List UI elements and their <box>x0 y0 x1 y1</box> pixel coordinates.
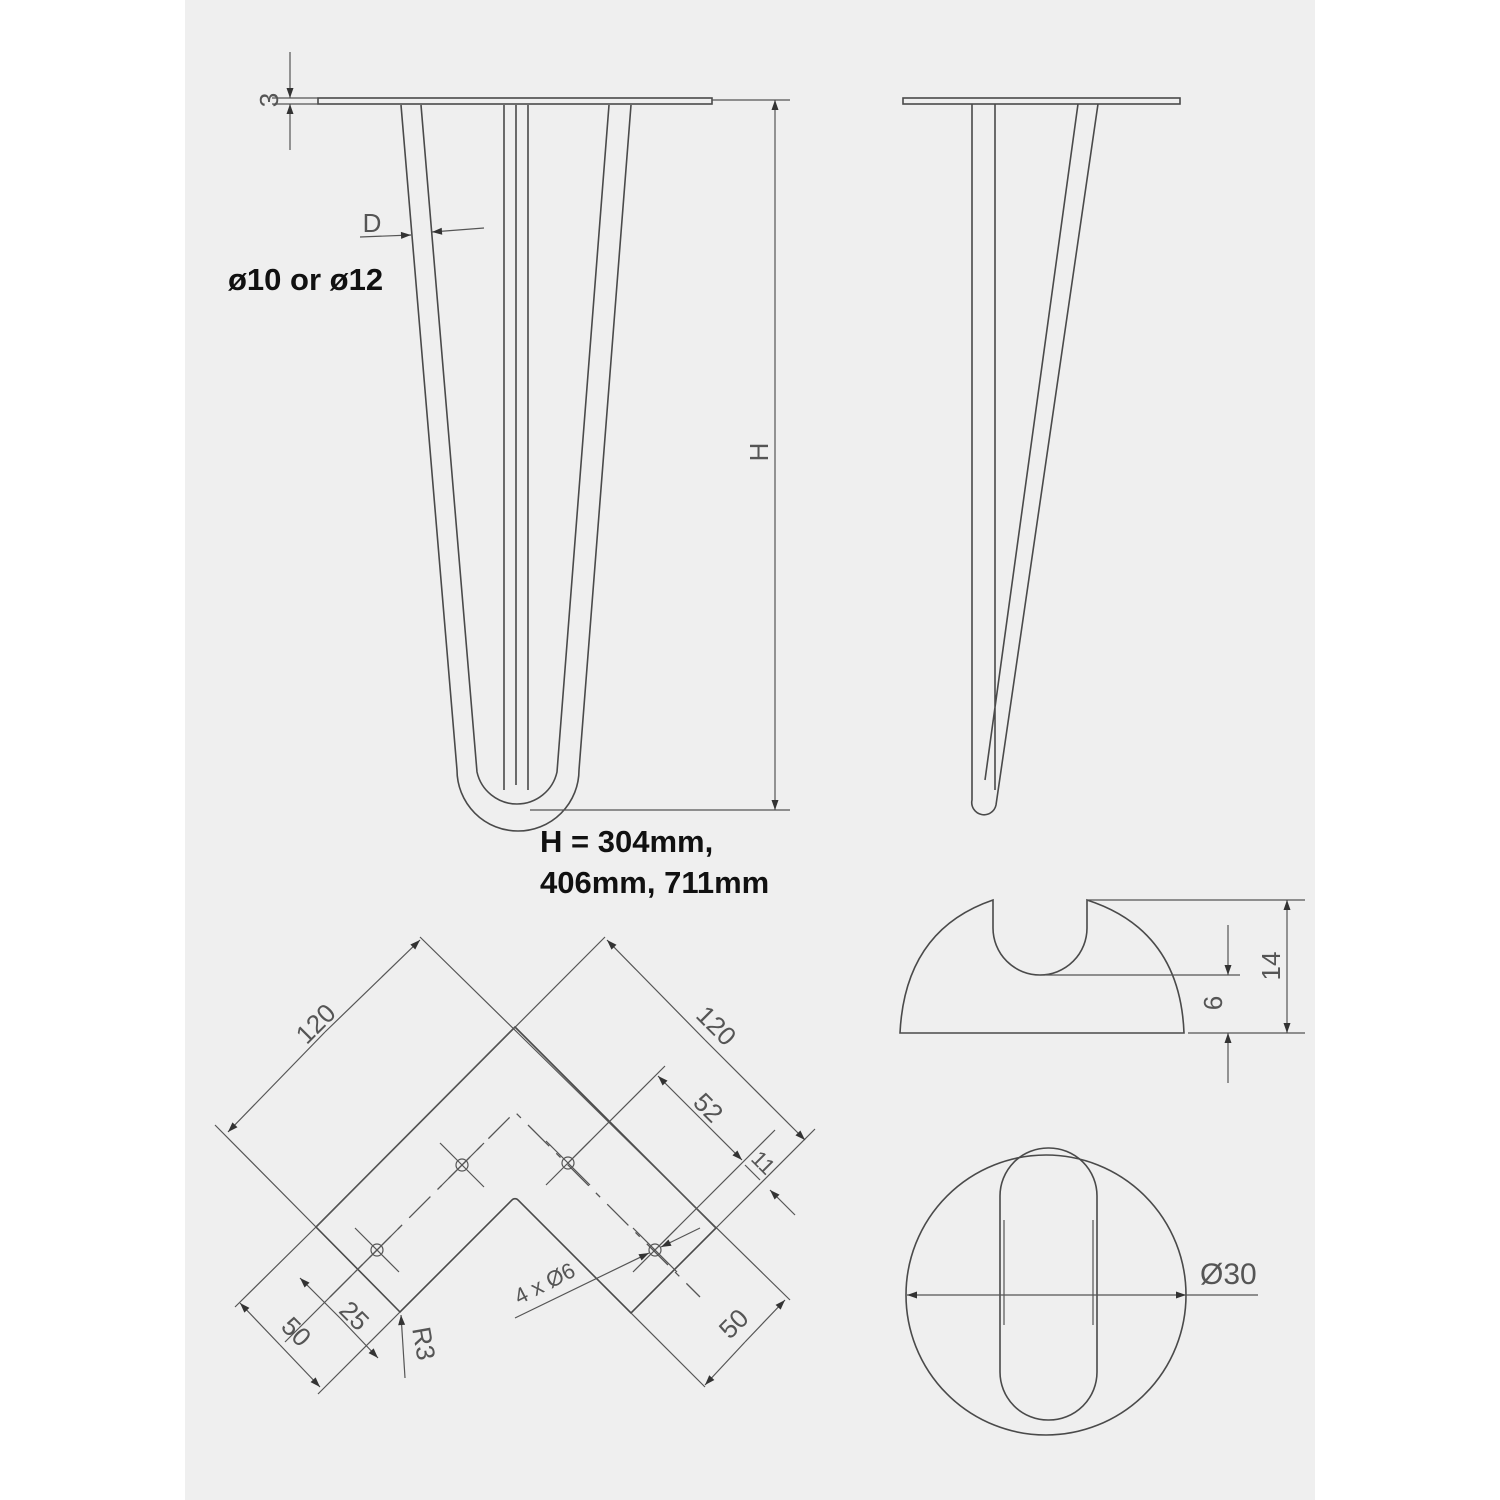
foot-slot <box>999 1147 1098 1421</box>
height-note-line1: H = 304mm, <box>540 824 713 859</box>
foot-height-label: 14 <box>1256 952 1286 981</box>
height-label: H <box>744 443 774 462</box>
foot-top-view: Ø30 <box>905 1147 1258 1436</box>
side-view-hairpin-leg <box>902 97 1181 816</box>
outer-rod-outline <box>400 104 632 832</box>
foot-side-view: 6 14 <box>899 898 1305 1083</box>
height-note-line2: 406mm, 711mm <box>540 865 769 900</box>
hole-icon <box>439 1142 485 1188</box>
notch-height-label: 6 <box>1198 996 1228 1010</box>
rod-diameter-label: D <box>363 208 382 238</box>
side-top-plate <box>902 97 1181 105</box>
corner-radius-label: R3 <box>406 1324 441 1362</box>
top-plate <box>317 97 713 105</box>
side-rod-inner <box>984 103 1079 790</box>
plate-thickness-label: 3 <box>254 93 284 107</box>
side-rod-outer <box>970 103 1099 816</box>
plate-outline <box>314 1025 718 1315</box>
foot-diameter-label: Ø30 <box>1200 1258 1257 1291</box>
inner-rod-outline <box>420 104 610 805</box>
rod-diameter-note: ø10 or ø12 <box>228 262 383 297</box>
hole-centerline <box>329 1111 701 1298</box>
center-rods <box>503 105 529 790</box>
front-view-hairpin-leg: 3 D ø10 or ø12 H H = 304mm, 406mm, 711mm <box>228 52 790 900</box>
drawing-panel <box>185 0 1315 1500</box>
